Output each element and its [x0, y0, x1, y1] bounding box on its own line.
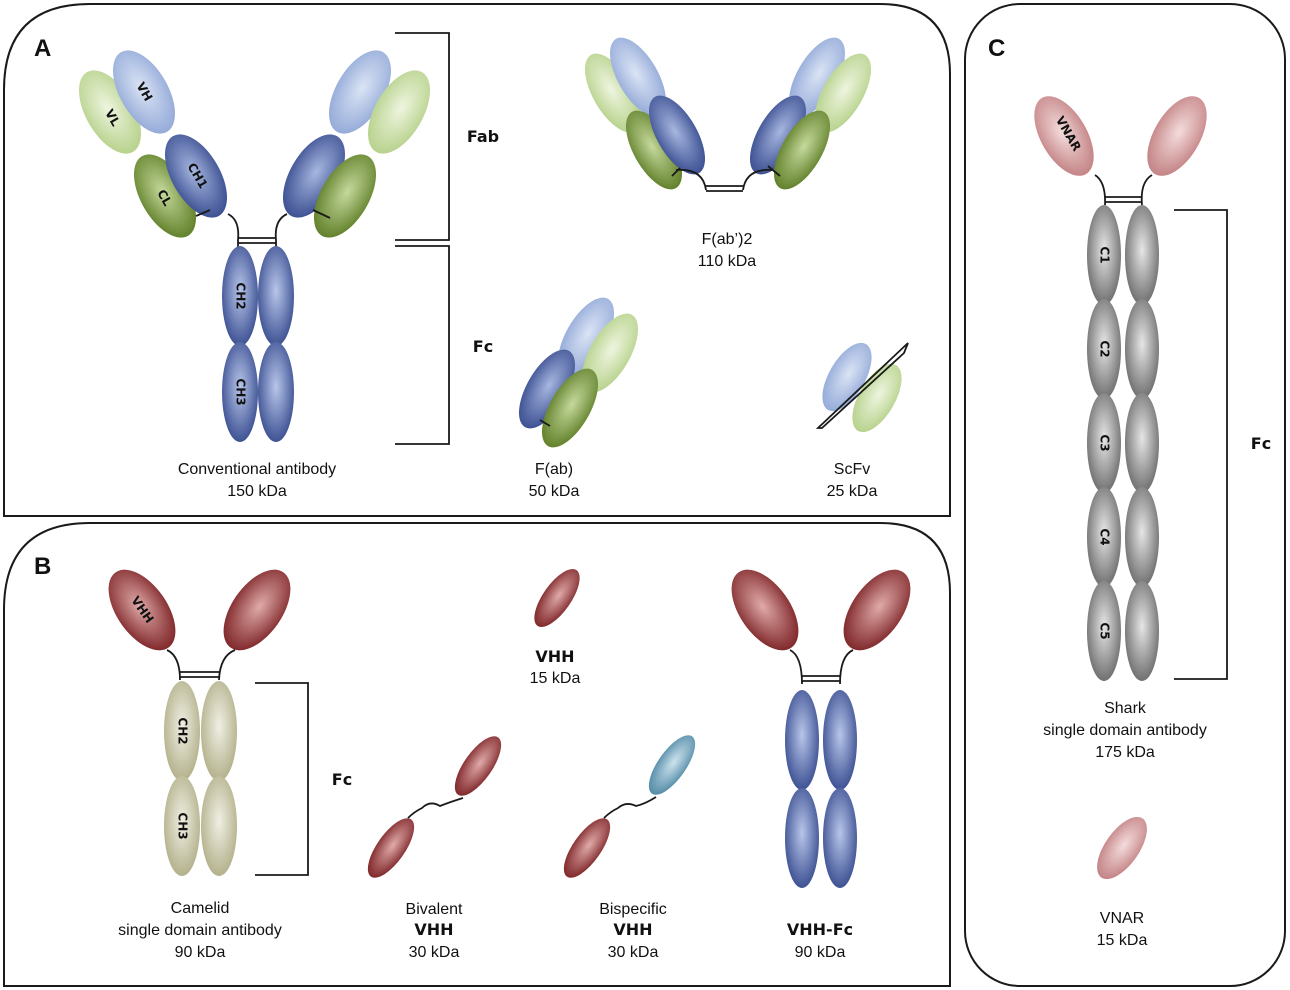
c5-label: C5 [1098, 622, 1112, 639]
panel-b-border [3, 522, 951, 987]
ch1-domain [165, 134, 227, 218]
camelid-name-2: single domain antibody [118, 922, 282, 939]
vnar-single: VNAR 15 kDa [1097, 816, 1148, 949]
vnar-domain [1034, 96, 1094, 176]
camelid-ch3-label: CH3 [176, 812, 190, 839]
ch3-label: CH3 [234, 378, 248, 405]
panel-b-letter: B [34, 553, 51, 580]
vh-domain-right [329, 50, 391, 134]
conventional-name: Conventional antibody [178, 461, 336, 478]
shark-name-1: Shark [1104, 700, 1147, 717]
ch2-domain [222, 246, 258, 346]
camelid-ch3-domain [164, 776, 200, 876]
c3-label: C3 [1098, 434, 1112, 451]
fab2-mass: 110 kDa [698, 253, 757, 270]
camelid-ch2-domain-right [201, 681, 237, 781]
ch3-domain [222, 342, 258, 442]
ch1-domain-right [283, 134, 345, 218]
conventional-mass: 150 kDa [227, 483, 287, 500]
bivalent-name-1: Bivalent [406, 901, 463, 918]
fab-bracket [395, 32, 450, 241]
shark-fc-bracket [1174, 209, 1228, 680]
vhh-fc: VHH-Fc 90 kDa [731, 569, 911, 961]
fab-name: F(ab) [535, 461, 573, 478]
fab-label: Fab [467, 127, 499, 146]
scfv-fragment: ScFv 25 kDa [815, 342, 909, 500]
fc-label-c: Fc [1251, 434, 1271, 453]
ch3-domain-right [258, 342, 294, 442]
vhhfc-mass: 90 kDa [795, 944, 846, 961]
panel-a-border [3, 3, 951, 517]
vl-domain [79, 70, 141, 154]
panel-c-border [964, 3, 1286, 987]
camelid-ch3-domain-right [201, 776, 237, 876]
camelid-name-1: Camelid [171, 900, 230, 917]
vhh-domain [108, 569, 176, 651]
vnar-name: VNAR [1100, 910, 1144, 927]
bispecific-vhh: Bispecific VHH 30 kDa [563, 735, 696, 961]
c2-label: C2 [1098, 340, 1112, 357]
fc-label-a: Fc [473, 337, 493, 356]
vhh-domain-right [223, 569, 291, 651]
cl-domain [134, 154, 196, 238]
ch2-label: CH2 [234, 282, 248, 309]
panel-a-letter: A [34, 35, 51, 62]
c4-label: C4 [1098, 528, 1112, 545]
camelid-ch2-domain [164, 681, 200, 781]
fc-label-b: Fc [332, 770, 352, 789]
camelid-antibody: VHH CH2 CH3 Camelid single domain antibo… [108, 569, 291, 961]
vnar-domain-right [1147, 96, 1207, 176]
camelid-ch2-label: CH2 [176, 717, 190, 744]
conventional-antibody: VH VL CH1 CL CH2 CH3 Conventional antibo… [79, 50, 430, 500]
bivalent-mass: 30 kDa [409, 944, 460, 961]
ch2-domain-right [258, 246, 294, 346]
panel-c-letter: C [988, 35, 1005, 62]
scfv-name: ScFv [834, 461, 870, 478]
shark-name-2: single domain antibody [1043, 722, 1207, 739]
camelid-fc-bracket [255, 682, 309, 876]
camelid-mass: 90 kDa [175, 944, 226, 961]
bivalent-name-2: VHH [414, 920, 453, 939]
vhhfc-name: VHH-Fc [787, 920, 853, 939]
fab-fragment: F(ab) 50 kDa [519, 297, 638, 500]
vhh-single: VHH 15 kDa [530, 569, 581, 687]
bispecific-name-2: VHH [613, 920, 652, 939]
bispecific-mass: 30 kDa [608, 944, 659, 961]
vh-domain [113, 50, 175, 134]
shark-mass: 175 kDa [1095, 744, 1155, 761]
scfv-mass: 25 kDa [827, 483, 878, 500]
fab-mass: 50 kDa [529, 483, 580, 500]
fab2-name: F(ab’)2 [702, 231, 753, 248]
vl-domain-right [368, 70, 430, 154]
shark-antibody: VNAR C1 C2 C3 C4 C5 Shark single domain … [1034, 96, 1207, 761]
vnar-mass: 15 kDa [1097, 932, 1148, 949]
bispecific-name-1: Bispecific [599, 901, 667, 918]
fab2-fragment: F(ab’)2 110 kDa [585, 37, 871, 270]
vhh-mass: 15 kDa [530, 670, 581, 687]
bivalent-vhh: Bivalent VHH 30 kDa [367, 736, 502, 961]
fc-bracket [395, 245, 450, 445]
vhh-name: VHH [535, 647, 574, 666]
c1-label: C1 [1098, 246, 1112, 263]
